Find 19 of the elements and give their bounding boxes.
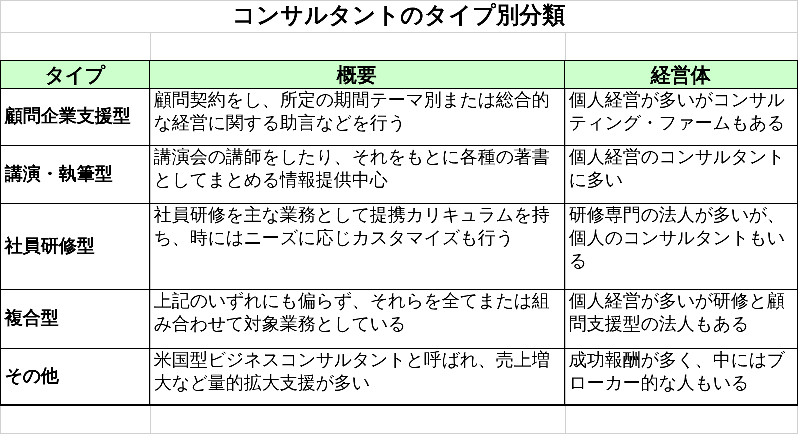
table-cell: 個人経営が多いが研修と顧問支援型の法人もある	[565, 289, 798, 349]
table-cell: 顧問契約をし、所定の期間テーマ別または総合的な経営に関する助言などを行う	[150, 88, 565, 146]
table-cell: その他	[0, 348, 150, 406]
header-cell: タイプ	[0, 60, 150, 89]
table-cell: 社員研修型	[0, 203, 150, 290]
table-cell: 成功報酬が多く、中にはブローカー的な人もいる	[565, 348, 798, 406]
table-cell: 個人経営が多いがコンサルティング・ファームもある	[565, 88, 798, 146]
table-cell: 複合型	[0, 289, 150, 349]
table-cell: 講演・執筆型	[0, 145, 150, 204]
table-title: コンサルタントのタイプ別分類	[232, 2, 566, 31]
table-cell: 個人経営のコンサルタントに多い	[565, 145, 798, 204]
table-cell: 社員研修を主な業務として提携カリキュラムを持ち、時にはニーズに応じカスタマイズも行う	[150, 203, 565, 290]
table-cell: 講演会の講師をしたり、それをもとに各種の著書としてまとめる情報提供中心	[150, 145, 565, 204]
header-cell: 概要	[150, 60, 565, 89]
table-cell: 上記のいずれにも偏らず、それらを全てまたは組み合わせて対象業務としている	[150, 289, 565, 349]
header-cell: 経営体	[565, 60, 798, 89]
table-cell: 研修専門の法人が多いが、個人のコンサルタントもいる	[565, 203, 798, 290]
table-cell: 米国型ビジネスコンサルタントと呼ばれ、売上増大など量的拡大支援が多い	[150, 348, 565, 406]
table-cell: 顧問企業支援型	[0, 88, 150, 146]
